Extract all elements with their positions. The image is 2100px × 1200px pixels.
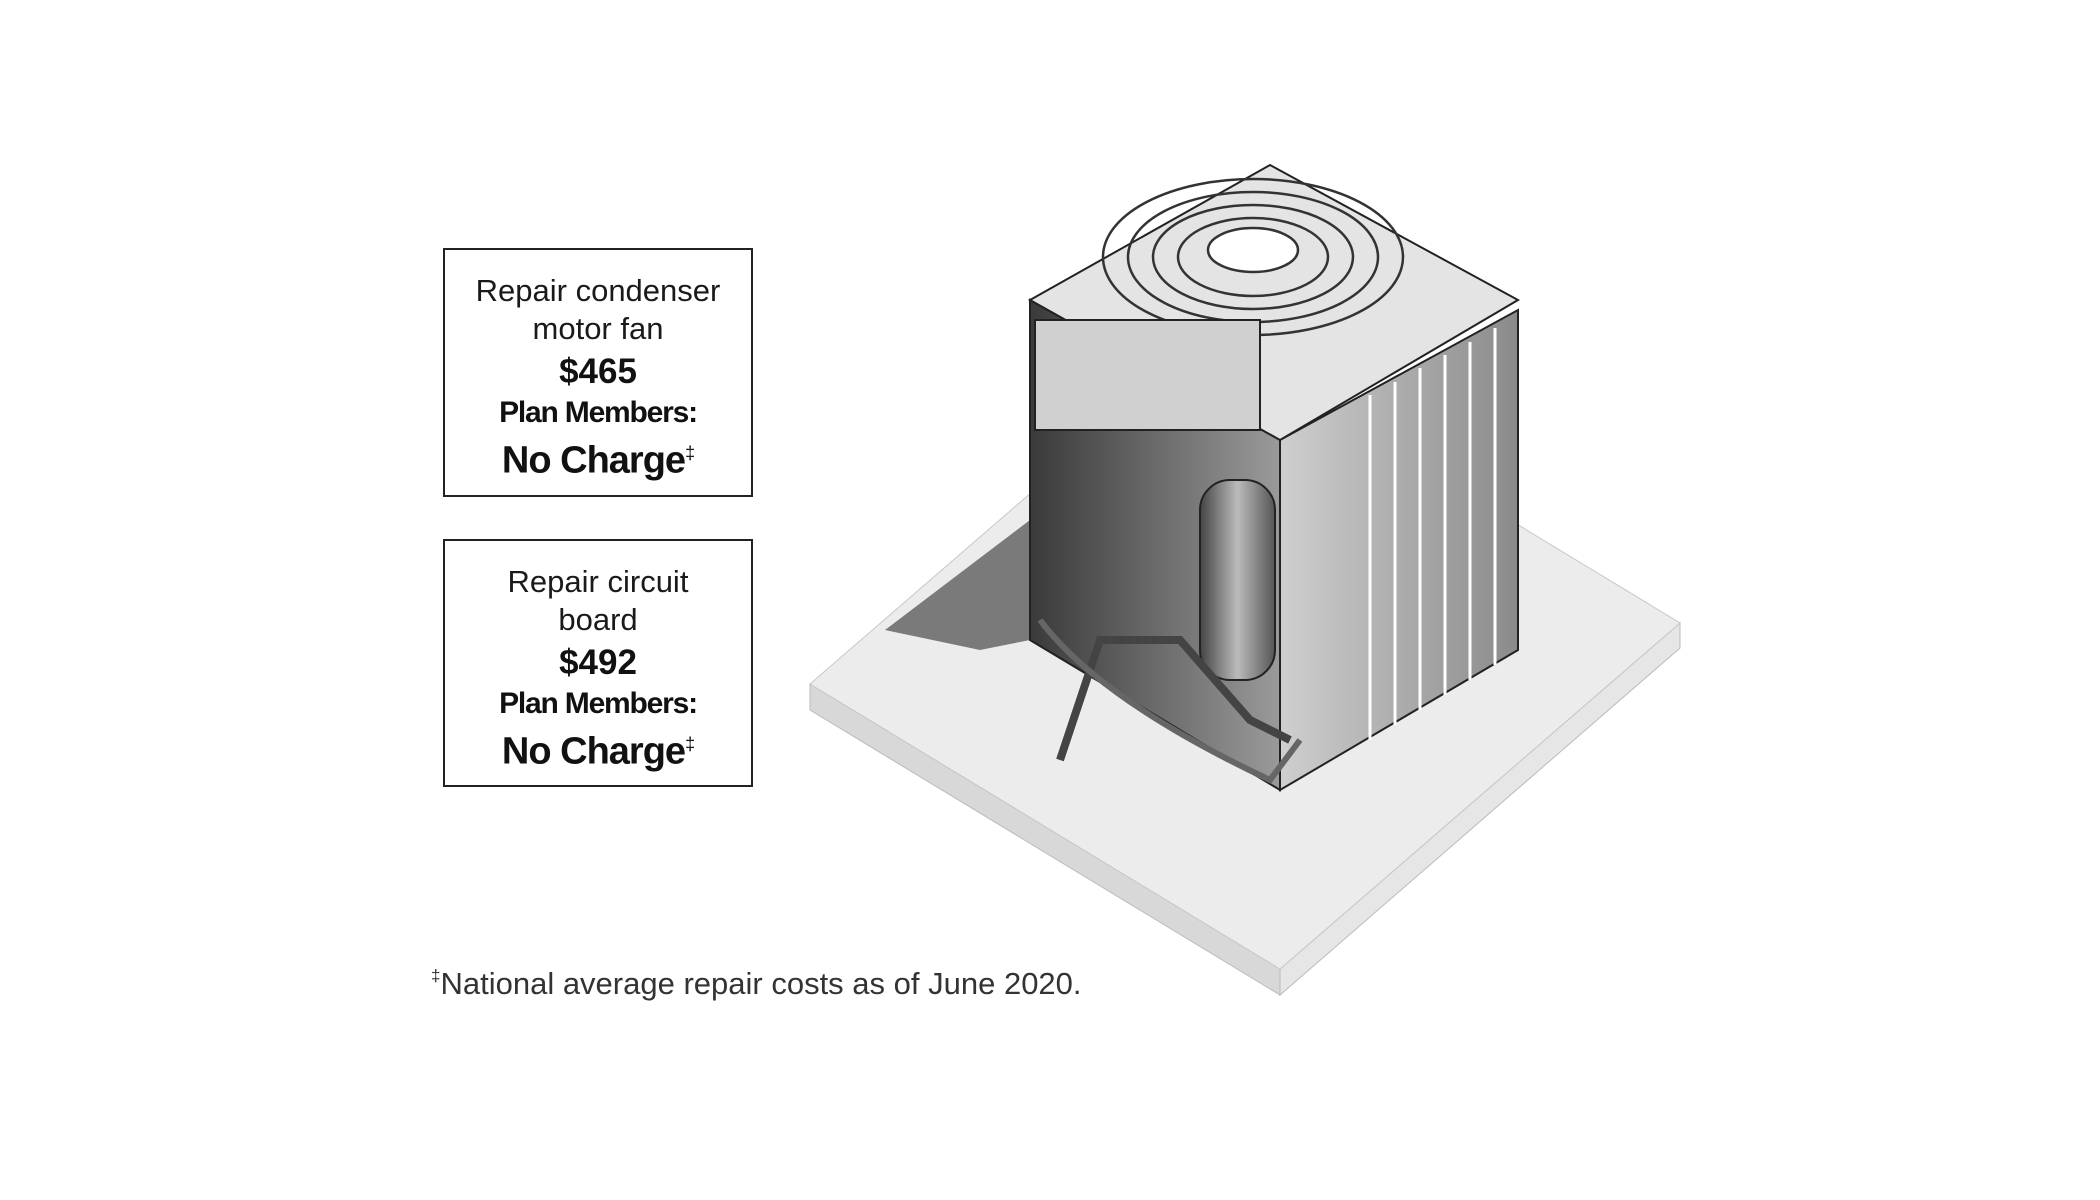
footnote: ‡National average repair costs as of Jun… <box>431 966 1082 1002</box>
plan-value-text: No Charge <box>501 439 686 482</box>
repair-price: $492 <box>559 643 637 682</box>
plan-members-label: Plan Members: <box>499 687 698 720</box>
plan-members-value: No Charge‡ <box>445 723 751 773</box>
plan-members-label: Plan Members: <box>499 396 698 429</box>
plan-value-text: No Charge <box>501 730 686 773</box>
fan-grille-icon <box>1101 177 1405 337</box>
control-box <box>1034 319 1261 431</box>
footnote-text: National average repair costs as of June… <box>440 966 1082 1001</box>
description-line: Repair condenser <box>475 273 721 308</box>
description-line: motor fan <box>532 311 664 346</box>
footnote-marker: ‡ <box>431 966 441 985</box>
footnote-marker: ‡ <box>685 443 695 463</box>
condenser-unit <box>1027 163 1521 792</box>
repair-price: $465 <box>559 352 637 391</box>
compressor <box>1199 479 1276 681</box>
description-line: Repair circuit <box>507 564 689 599</box>
plan-members-value: No Charge‡ <box>445 432 751 482</box>
footnote-marker: ‡ <box>685 734 695 754</box>
description-line: board <box>558 602 638 637</box>
